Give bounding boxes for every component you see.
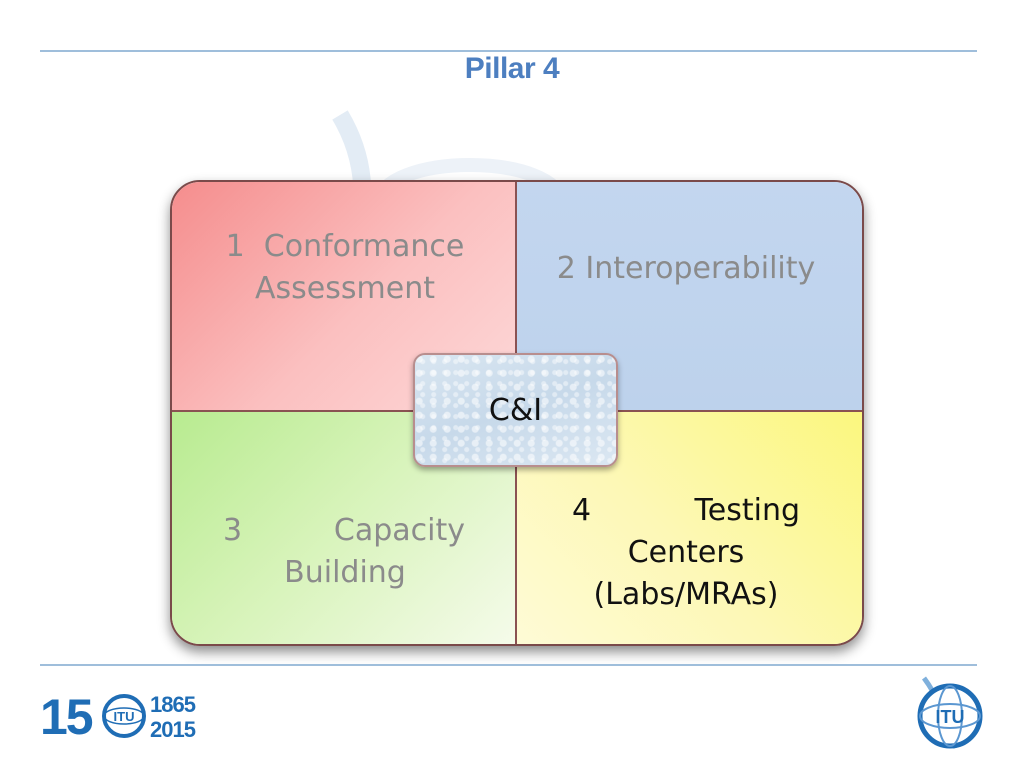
capacity-row-1: 3 Capacity (175, 510, 515, 552)
year-start: 1865 (150, 692, 196, 717)
year-end: 2015 (150, 717, 196, 742)
testing-row-1: 4 Testing (516, 490, 856, 532)
anniversary-years: 1865 2015 (150, 692, 196, 742)
capacity-number: 3 (223, 513, 243, 548)
bottom-divider (40, 664, 977, 666)
slide-title: Pillar 4 (464, 52, 560, 85)
testing-word: Testing (694, 493, 800, 528)
anniversary-number: 15 (40, 689, 94, 745)
center-label: C&I (488, 392, 543, 428)
conformance-line-1: 1 Conformance (225, 229, 465, 264)
conformance-label: 1 Conformance Assessment (175, 226, 515, 310)
testing-number: 4 (572, 493, 592, 528)
conformance-line-2: Assessment (255, 271, 435, 306)
capacity-word: Capacity (333, 513, 465, 548)
itu-globe-logo: ITU (917, 676, 983, 749)
interoperability-label: 2 Interoperability (516, 248, 856, 290)
testing-centers-label: 4 Testing Centers (Labs/MRAs) (516, 490, 856, 616)
testing-line-3: (Labs/MRAs) (593, 577, 779, 612)
capacity-building-label: 3 Capacity Building (175, 510, 515, 594)
capacity-line-2: Building (284, 555, 406, 590)
itu-logo-text: ITU (936, 707, 965, 727)
itu-anniversary-logo: 15 ITU 1865 2015 (40, 688, 200, 746)
itu-anniversary-globe-icon: ITU (102, 694, 146, 738)
center-ci-box: C&I (413, 353, 618, 467)
interoperability-line-1: 2 Interoperability (556, 251, 816, 286)
testing-line-2: Centers (627, 535, 745, 570)
top-divider (40, 50, 977, 52)
anniversary-globe-text: ITU (114, 709, 135, 724)
